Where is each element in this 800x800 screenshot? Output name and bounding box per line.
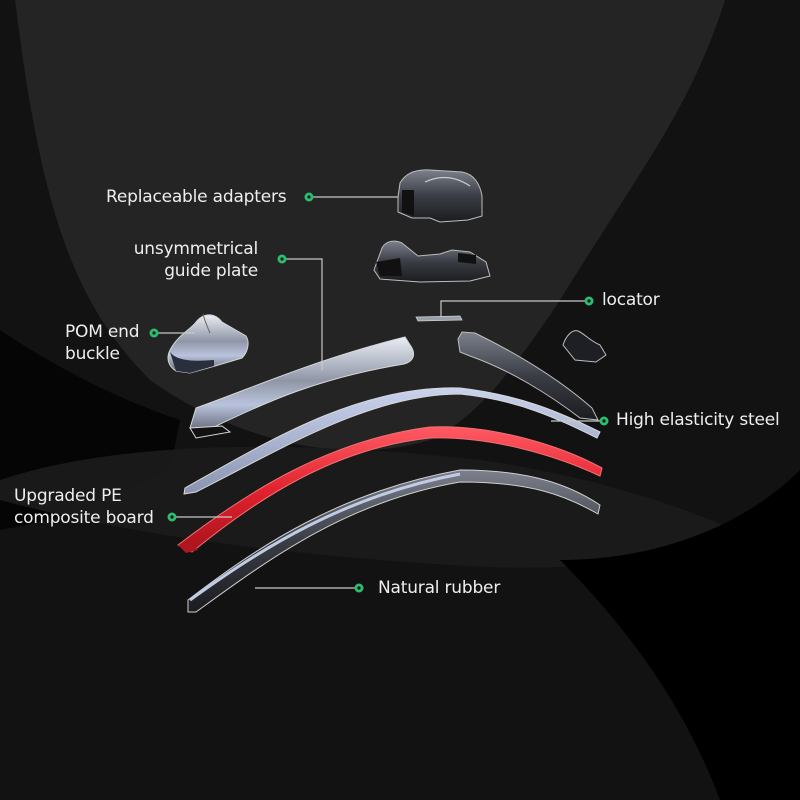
marker-dots xyxy=(149,192,609,593)
leader-locator xyxy=(440,300,590,317)
marker-dot-replaceable-adapters xyxy=(304,192,314,202)
marker-dot-locator xyxy=(584,296,594,306)
label-natural-rubber: Natural rubber xyxy=(378,578,501,598)
background-right-black xyxy=(560,470,800,800)
marker-dot-pom-end-buckle xyxy=(149,328,159,338)
label-pe-composite-board: Upgraded PE composite board xyxy=(14,486,154,528)
right-end-cap-part xyxy=(562,330,607,363)
label-locator: locator xyxy=(602,290,660,310)
label-high-elasticity-steel: High elasticity steel xyxy=(616,410,780,430)
label-guide-plate: unsymmetrical guide plate xyxy=(133,239,259,281)
marker-dot-natural-rubber xyxy=(354,583,364,593)
locator-part xyxy=(415,315,463,322)
high-elasticity-steel-part xyxy=(183,387,601,495)
natural-rubber-part xyxy=(187,469,601,613)
marker-dot-pe-composite-board xyxy=(167,512,177,522)
replaceable-adapter-top-part xyxy=(397,169,483,223)
pe-composite-board-part xyxy=(177,426,603,553)
marker-dot-high-elasticity-steel xyxy=(599,416,609,426)
leader-guide-plate xyxy=(286,258,323,370)
leader-lines xyxy=(158,196,600,589)
label-replaceable-adapters: Replaceable adapters xyxy=(106,187,287,207)
guide-plate-part xyxy=(189,336,415,439)
marker-dot-guide-plate xyxy=(277,254,287,264)
replaceable-adapter-bottom-part xyxy=(373,240,491,283)
spoiler-right-part xyxy=(457,331,599,421)
pom-end-buckle-part xyxy=(167,313,249,374)
label-pom-end-buckle: POM end buckle xyxy=(65,322,140,364)
